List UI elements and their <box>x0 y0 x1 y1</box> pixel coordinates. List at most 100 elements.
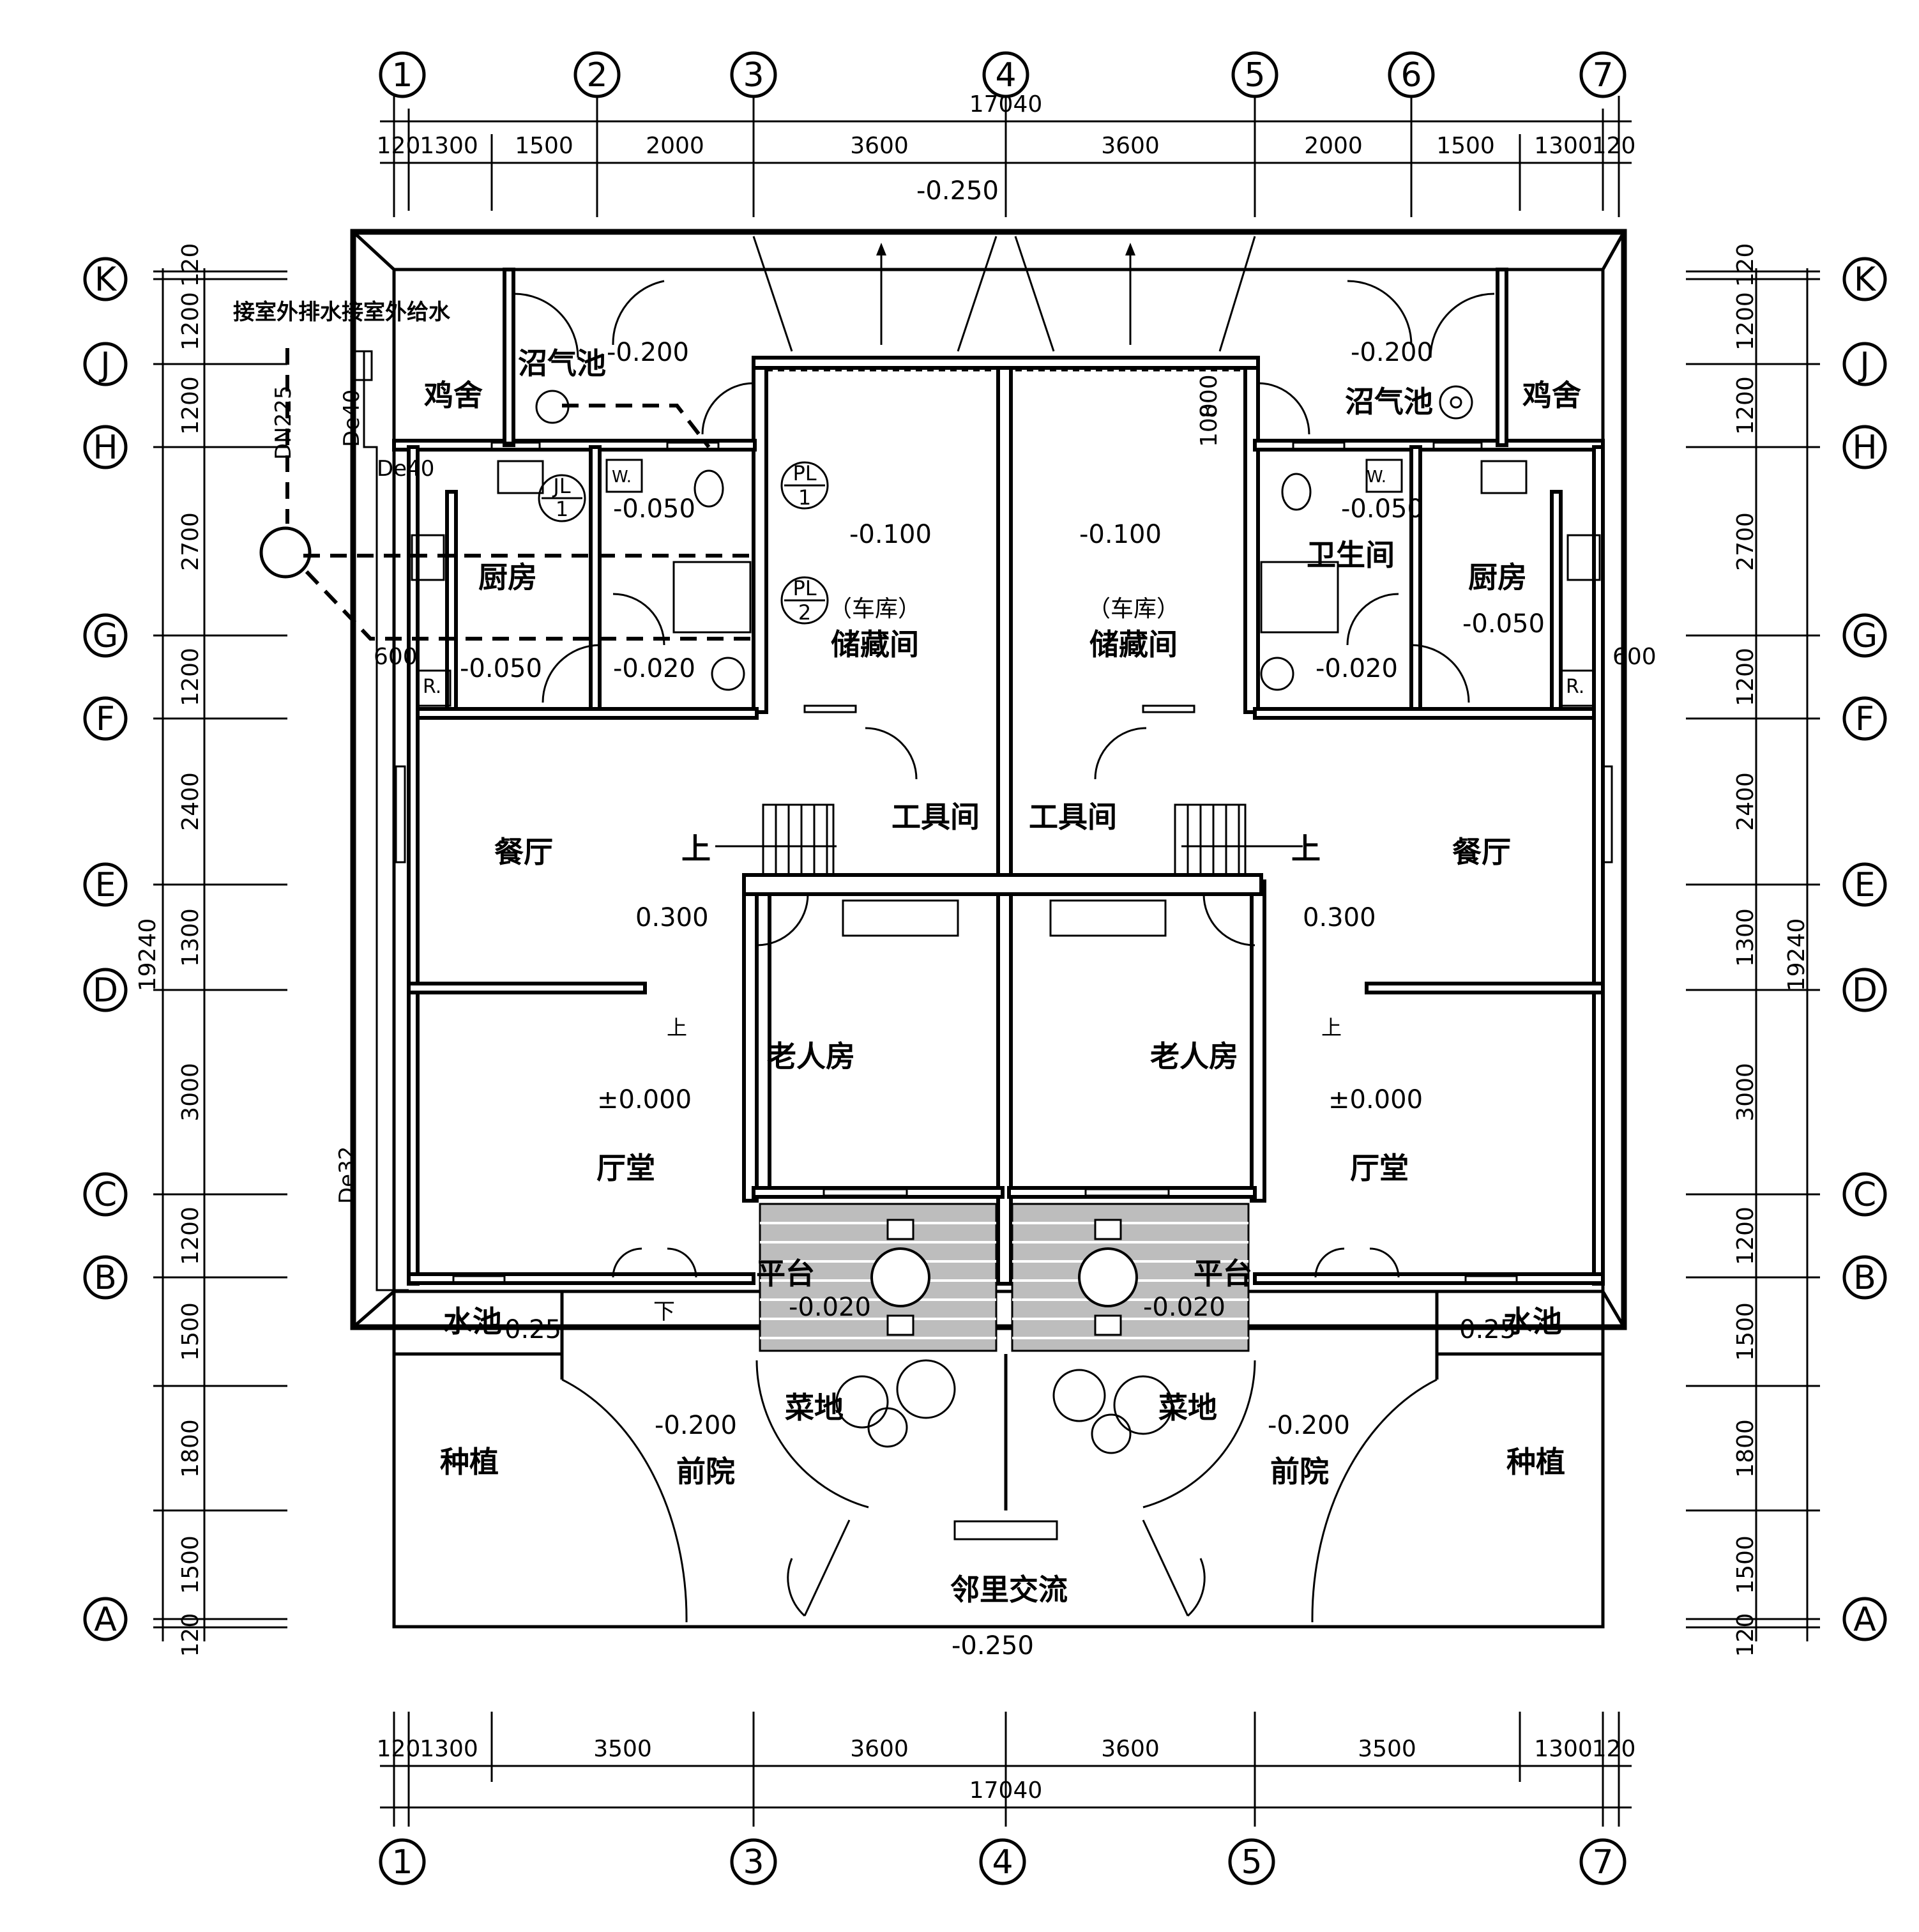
label-veg-right: 菜地 <box>1158 1390 1217 1425</box>
total-depth-left: 19240 <box>135 918 161 992</box>
dim-bottom-3: 3500 <box>593 1736 652 1762</box>
level-laundry-left: -0.020 <box>613 654 695 683</box>
label-storage-left: 储藏间 <box>831 627 919 662</box>
top-axis-bubbles: 1 2 3 4 5 6 7 <box>379 51 1627 217</box>
misc-800: 800 <box>1196 374 1222 418</box>
level-storage-right: -0.100 <box>1079 520 1162 549</box>
dim-right-4: 2700 <box>1733 512 1759 571</box>
axis-left-J: J <box>98 346 110 384</box>
level-storage-left: -0.100 <box>849 520 932 549</box>
level-yard-left: -0.200 <box>655 1411 737 1440</box>
dim-left-1: 120 <box>178 243 204 287</box>
dim-left-6: 2400 <box>178 772 204 831</box>
dim-right-1: 120 <box>1733 243 1759 287</box>
axis-bottom-1: 1 <box>391 1843 413 1882</box>
axis-right-J: J <box>1858 346 1869 384</box>
dim-bottom-2: 1300 <box>420 1736 478 1762</box>
dim-top-2: 1300 <box>420 133 478 159</box>
label-elderly-right: 老人房 <box>1150 1039 1238 1074</box>
fixtures <box>411 385 1601 691</box>
dim-left-12: 1500 <box>178 1535 204 1594</box>
label-chicken-left: 鸡舍 <box>424 378 483 413</box>
dim-left-3: 1200 <box>178 376 204 435</box>
label-garage-left: （车库） <box>829 596 921 622</box>
level-terrace-right: -0.020 <box>1143 1293 1225 1322</box>
garage-openings <box>752 236 1256 372</box>
dim-bottom-8: 120 <box>1592 1736 1636 1762</box>
label-pool-right: 水池 <box>1503 1304 1562 1339</box>
right-dimensions: 120 1200 1200 2700 1200 2400 1300 3000 1… <box>1686 243 1820 1657</box>
label-hall-left: 厅堂 <box>596 1151 655 1185</box>
total-width-bottom: 17040 <box>969 1777 1043 1804</box>
left-axis-bubbles: K J H G F E D C B A <box>83 257 128 1641</box>
level-toilet-right: -0.050 <box>1341 494 1423 524</box>
axis-left-B: B <box>94 1259 117 1297</box>
washer-left-label: W. <box>612 468 632 487</box>
dim-left-11: 1800 <box>178 1419 204 1478</box>
label-hall-right: 厅堂 <box>1350 1151 1409 1185</box>
de40-vertical-label: De40 <box>339 390 365 447</box>
label-terrace-left: 平台 <box>756 1256 815 1291</box>
label-storage-right: 储藏间 <box>1089 627 1178 662</box>
pl1-label: PL <box>793 461 816 485</box>
level-kitchen-right: -0.050 <box>1462 609 1545 639</box>
label-dining-right: 餐厅 <box>1452 835 1511 869</box>
walls <box>392 268 1605 1629</box>
fridge-right-label: R. <box>1566 676 1584 698</box>
pipe-labels: 接室外排水 接室外给水 DN225 De40 De40 De32 <box>233 300 451 1204</box>
bottom-axis-bubbles: 1 3 4 5 7 <box>379 1838 1627 1885</box>
dim-bottom-4: 3600 <box>850 1736 909 1762</box>
dim-right-7: 1300 <box>1733 908 1759 967</box>
misc-dimensions: 600 600 100 800 <box>374 374 1657 670</box>
level-toilet-left: -0.050 <box>613 494 695 524</box>
dim-right-12: 1500 <box>1733 1535 1759 1594</box>
label-up-hall-right: 上 <box>1321 1015 1342 1040</box>
de40-label: De40 <box>377 456 434 482</box>
dim-left-5: 1200 <box>178 648 204 706</box>
axis-top-6: 6 <box>1400 56 1422 95</box>
dim-right-10: 1500 <box>1733 1302 1759 1361</box>
level-yard-right: -0.200 <box>1268 1411 1350 1440</box>
dim-top-3: 1500 <box>515 133 573 159</box>
dim-left-2: 1200 <box>178 292 204 351</box>
level-pool-right: 0.25 <box>1459 1315 1516 1344</box>
pipe-symbols: JL 1 PL 1 PL 2 W. W. R. R. <box>417 461 1595 707</box>
axis-right-A: A <box>1853 1601 1876 1639</box>
label-down: 下 <box>653 1299 675 1325</box>
dim-right-13: 120 <box>1733 1613 1759 1657</box>
level-pool-left: 0.25 <box>504 1315 561 1344</box>
axis-right-D: D <box>1852 971 1877 1010</box>
axis-bottom-5: 5 <box>1241 1843 1262 1882</box>
label-toilet-right: 卫生间 <box>1307 538 1395 572</box>
axis-top-2: 2 <box>586 56 607 95</box>
dim-left-8: 3000 <box>178 1063 204 1122</box>
dim-right-5: 1200 <box>1733 648 1759 706</box>
axis-left-A: A <box>94 1601 117 1639</box>
dim-top-5: 3600 <box>850 133 909 159</box>
dim-right-9: 1200 <box>1733 1206 1759 1265</box>
left-dimensions: 120 1200 1200 2700 1200 2400 1300 3000 1… <box>135 243 287 1657</box>
axis-left-D: D <box>93 971 118 1010</box>
bottom-dimensions: 120 1300 3500 3600 3600 3500 1300 120 17… <box>377 1712 1636 1827</box>
dim-left-4: 2700 <box>178 512 204 571</box>
axis-left-C: C <box>94 1176 117 1214</box>
doors <box>513 280 1495 1623</box>
misc-600-right: 600 <box>1612 644 1657 670</box>
axis-right-F: F <box>1855 700 1874 738</box>
level-laundry-right: -0.020 <box>1316 654 1398 683</box>
label-tool-left: 工具间 <box>891 800 980 834</box>
axis-bottom-7: 7 <box>1592 1843 1613 1882</box>
axis-right-G: G <box>1852 617 1877 655</box>
de32-label: De32 <box>335 1146 360 1204</box>
level-hall-left: ±0.000 <box>597 1085 692 1114</box>
dim-right-8: 3000 <box>1733 1063 1759 1122</box>
dim-right-6: 2400 <box>1733 772 1759 831</box>
level-hall-right: ±0.000 <box>1328 1085 1423 1114</box>
pl2-label: PL <box>793 576 816 600</box>
level-biogas-right: -0.200 <box>1351 338 1433 367</box>
right-axis-bubbles: K J H G F E D C B A <box>1842 257 1887 1641</box>
level-bottom: -0.250 <box>952 1631 1034 1661</box>
levels: -0.250 -0.250 -0.200 -0.200 -0.050 -0.05… <box>460 176 1545 1661</box>
level-dining-right: 0.300 <box>1303 903 1376 932</box>
dim-left-9: 1200 <box>178 1206 204 1265</box>
